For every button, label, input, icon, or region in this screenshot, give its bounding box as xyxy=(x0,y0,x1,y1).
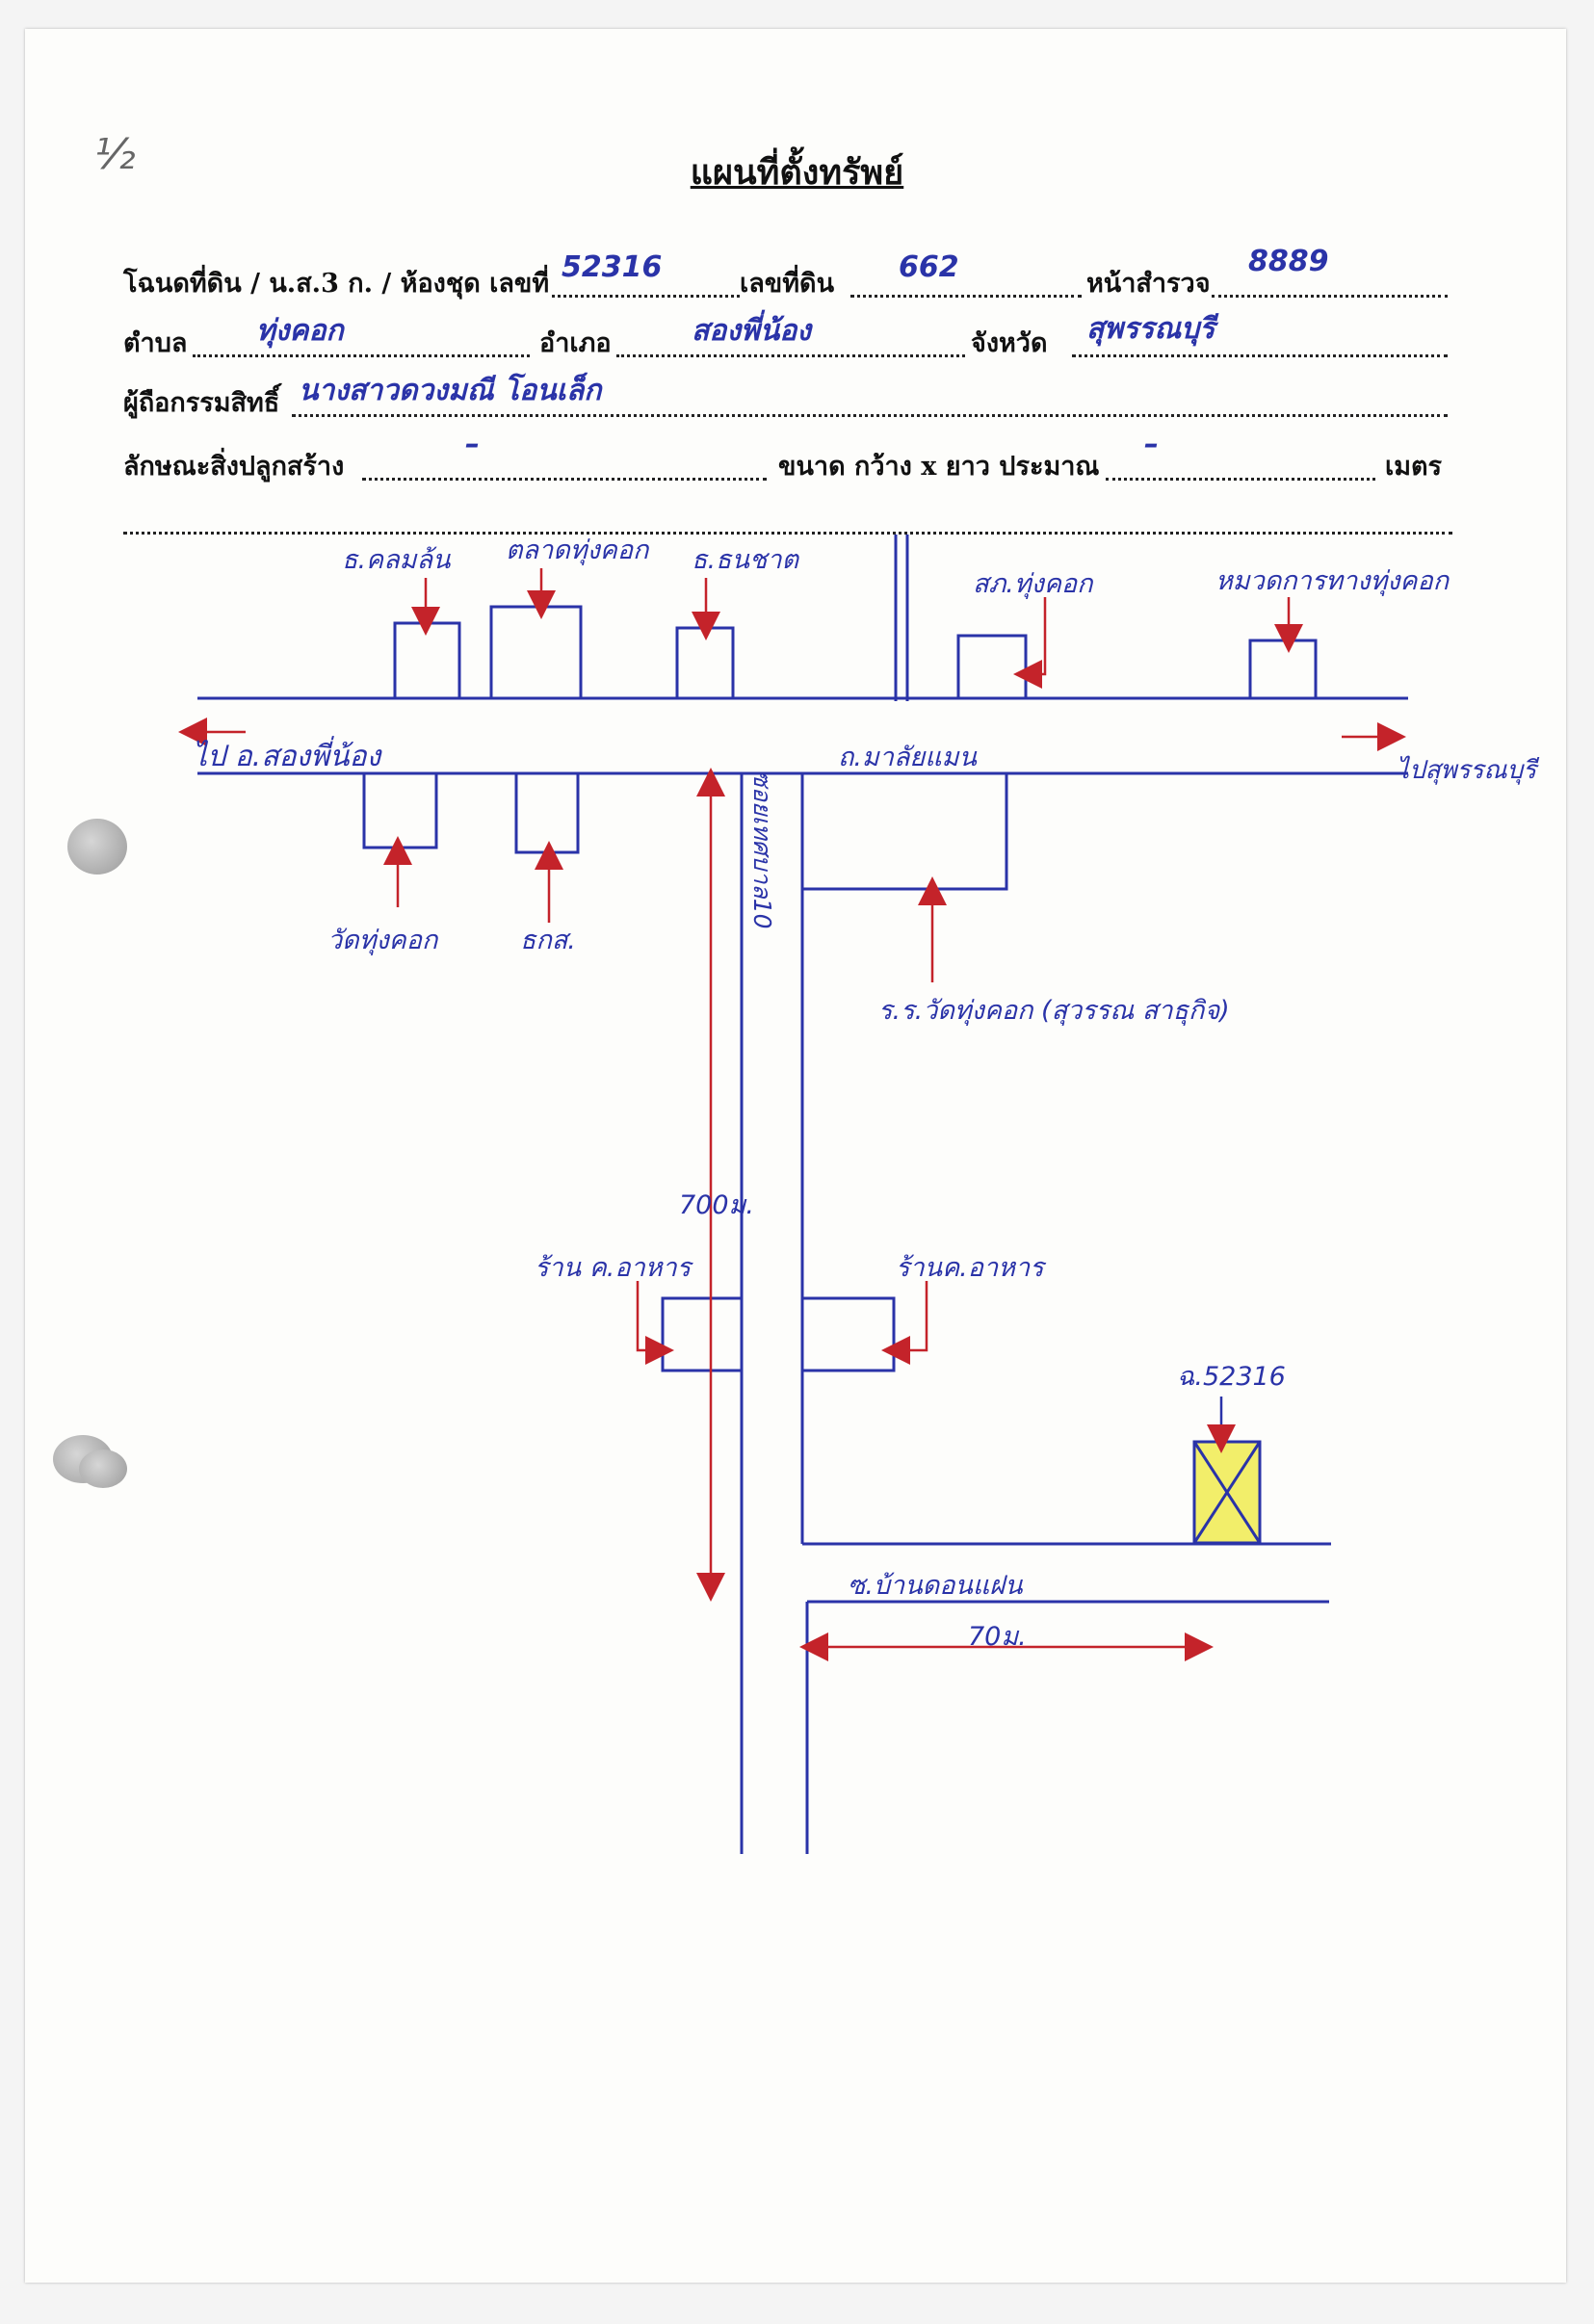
building-market xyxy=(489,605,583,700)
land-no-label: เลขที่ดิน xyxy=(740,269,835,299)
building-shop-left xyxy=(661,1296,744,1372)
label-bank-top: ธ.คลมล้น xyxy=(342,545,452,575)
building-wat xyxy=(362,771,438,849)
subdistrict-value: ทุ่งคอก xyxy=(256,314,344,348)
building-police xyxy=(956,634,1028,700)
building-dots xyxy=(362,478,767,481)
label-soi-ban-don: ซ.บ้านดอนแฝน xyxy=(848,1571,1024,1601)
arrow-shop-left xyxy=(636,1281,674,1365)
district-label: อำเภอ xyxy=(539,328,612,358)
building-highway xyxy=(1248,639,1318,700)
punch-hole xyxy=(79,1449,127,1488)
building-thanachart xyxy=(675,626,735,700)
form-row-building: ลักษณะสิ่งปลูกสร้าง – ขนาด กว้าง x ยาว ป… xyxy=(123,428,1452,483)
label-to-songphinong: ไป อ.สองพี่น้อง xyxy=(193,736,382,773)
size-value: – xyxy=(1144,428,1159,461)
province-label: จังหวัด xyxy=(971,328,1048,358)
label-distance-horizontal: 70ม. xyxy=(968,1622,1027,1652)
label-thanachart: ธ.ธนชาต xyxy=(692,545,799,575)
land-no-dots xyxy=(850,295,1082,298)
survey-dots xyxy=(1212,295,1448,298)
deed-label: โฉนดที่ดิน / น.ส.3 ก. / ห้องชุด เลขที่ xyxy=(123,269,550,299)
form-row-deed: โฉนดที่ดิน / น.ส.3 ก. / ห้องชุด เลขที่ 5… xyxy=(123,245,1452,300)
label-shop-right: ร้านค.อาหาร xyxy=(896,1253,1047,1283)
separator-dots xyxy=(123,532,1452,535)
label-soi-name: ซอยเทศบาล10 xyxy=(748,770,776,929)
owner-label: ผู้ถือกรรมสิทธิ์ xyxy=(123,388,280,418)
label-wat: วัดทุ่งคอก xyxy=(327,926,439,956)
subdistrict-dots xyxy=(193,354,530,357)
owner-value: นางสาวดวงมณี โอนเล็ก xyxy=(299,374,602,407)
label-highway: หมวดการทางทุ่งคอก xyxy=(1215,566,1450,597)
size-dots xyxy=(1106,478,1375,481)
building-value: – xyxy=(465,428,480,461)
land-number: 662 xyxy=(899,250,959,284)
building-school xyxy=(800,771,1008,891)
form-row-owner: ผู้ถือกรรมสิทธิ์ นางสาวดวงมณี โอนเล็ก xyxy=(123,374,1452,420)
survey-label: หน้าสำรวจ xyxy=(1086,269,1211,299)
label-distance-vertical: 700ม. xyxy=(679,1190,754,1220)
district-value: สองพี่น้อง xyxy=(692,314,811,348)
label-baac: ธกส. xyxy=(520,926,576,955)
label-market: ตลาดทุ่งคอก xyxy=(506,535,650,566)
form-row-location: ตำบล ทุ่งคอก อำเภอ สองพี่น้อง จังหวัด สุ… xyxy=(123,312,1452,360)
label-school: ร.ร.วัดทุ่งคอก (สุวรรณ สาธุกิจ) xyxy=(878,996,1230,1027)
building-label: ลักษณะสิ่งปลูกสร้าง xyxy=(123,452,345,482)
subdistrict-label: ตำบล xyxy=(123,328,188,358)
building-bank-top xyxy=(393,621,461,700)
district-dots xyxy=(616,354,965,357)
label-police: สภ.ทุ่งคอก xyxy=(973,569,1094,600)
province-value: สุพรรณบุรี xyxy=(1086,312,1215,346)
page-title: แผนที่ตั้งทรัพย์ xyxy=(690,152,904,193)
owner-dots xyxy=(292,414,1448,417)
building-shop-right xyxy=(800,1296,896,1372)
unit-label: เมตร xyxy=(1385,452,1443,482)
province-dots xyxy=(1072,354,1448,357)
label-to-suphan: ไปสุพรรณบุรี xyxy=(1397,755,1540,785)
label-parcel: ฉ.52316 xyxy=(1177,1362,1286,1392)
building-baac xyxy=(514,771,580,854)
document-paper xyxy=(25,29,1566,2283)
label-road-mahachai: ถ.มาลัยแมน xyxy=(838,743,978,772)
deed-number: 52316 xyxy=(562,250,663,284)
punch-hole xyxy=(67,819,127,875)
deed-dots xyxy=(552,295,740,298)
margin-mark: ¹⁄₂ xyxy=(94,130,136,179)
size-label: ขนาด กว้าง x ยาว ประมาณ xyxy=(778,452,1100,482)
arrow-shop-right xyxy=(881,1281,928,1365)
label-shop-left: ร้าน ค.อาหาร xyxy=(535,1253,694,1283)
parcel-marker xyxy=(1192,1440,1262,1545)
survey-number: 8889 xyxy=(1248,245,1329,278)
arrow-police xyxy=(1013,597,1047,689)
